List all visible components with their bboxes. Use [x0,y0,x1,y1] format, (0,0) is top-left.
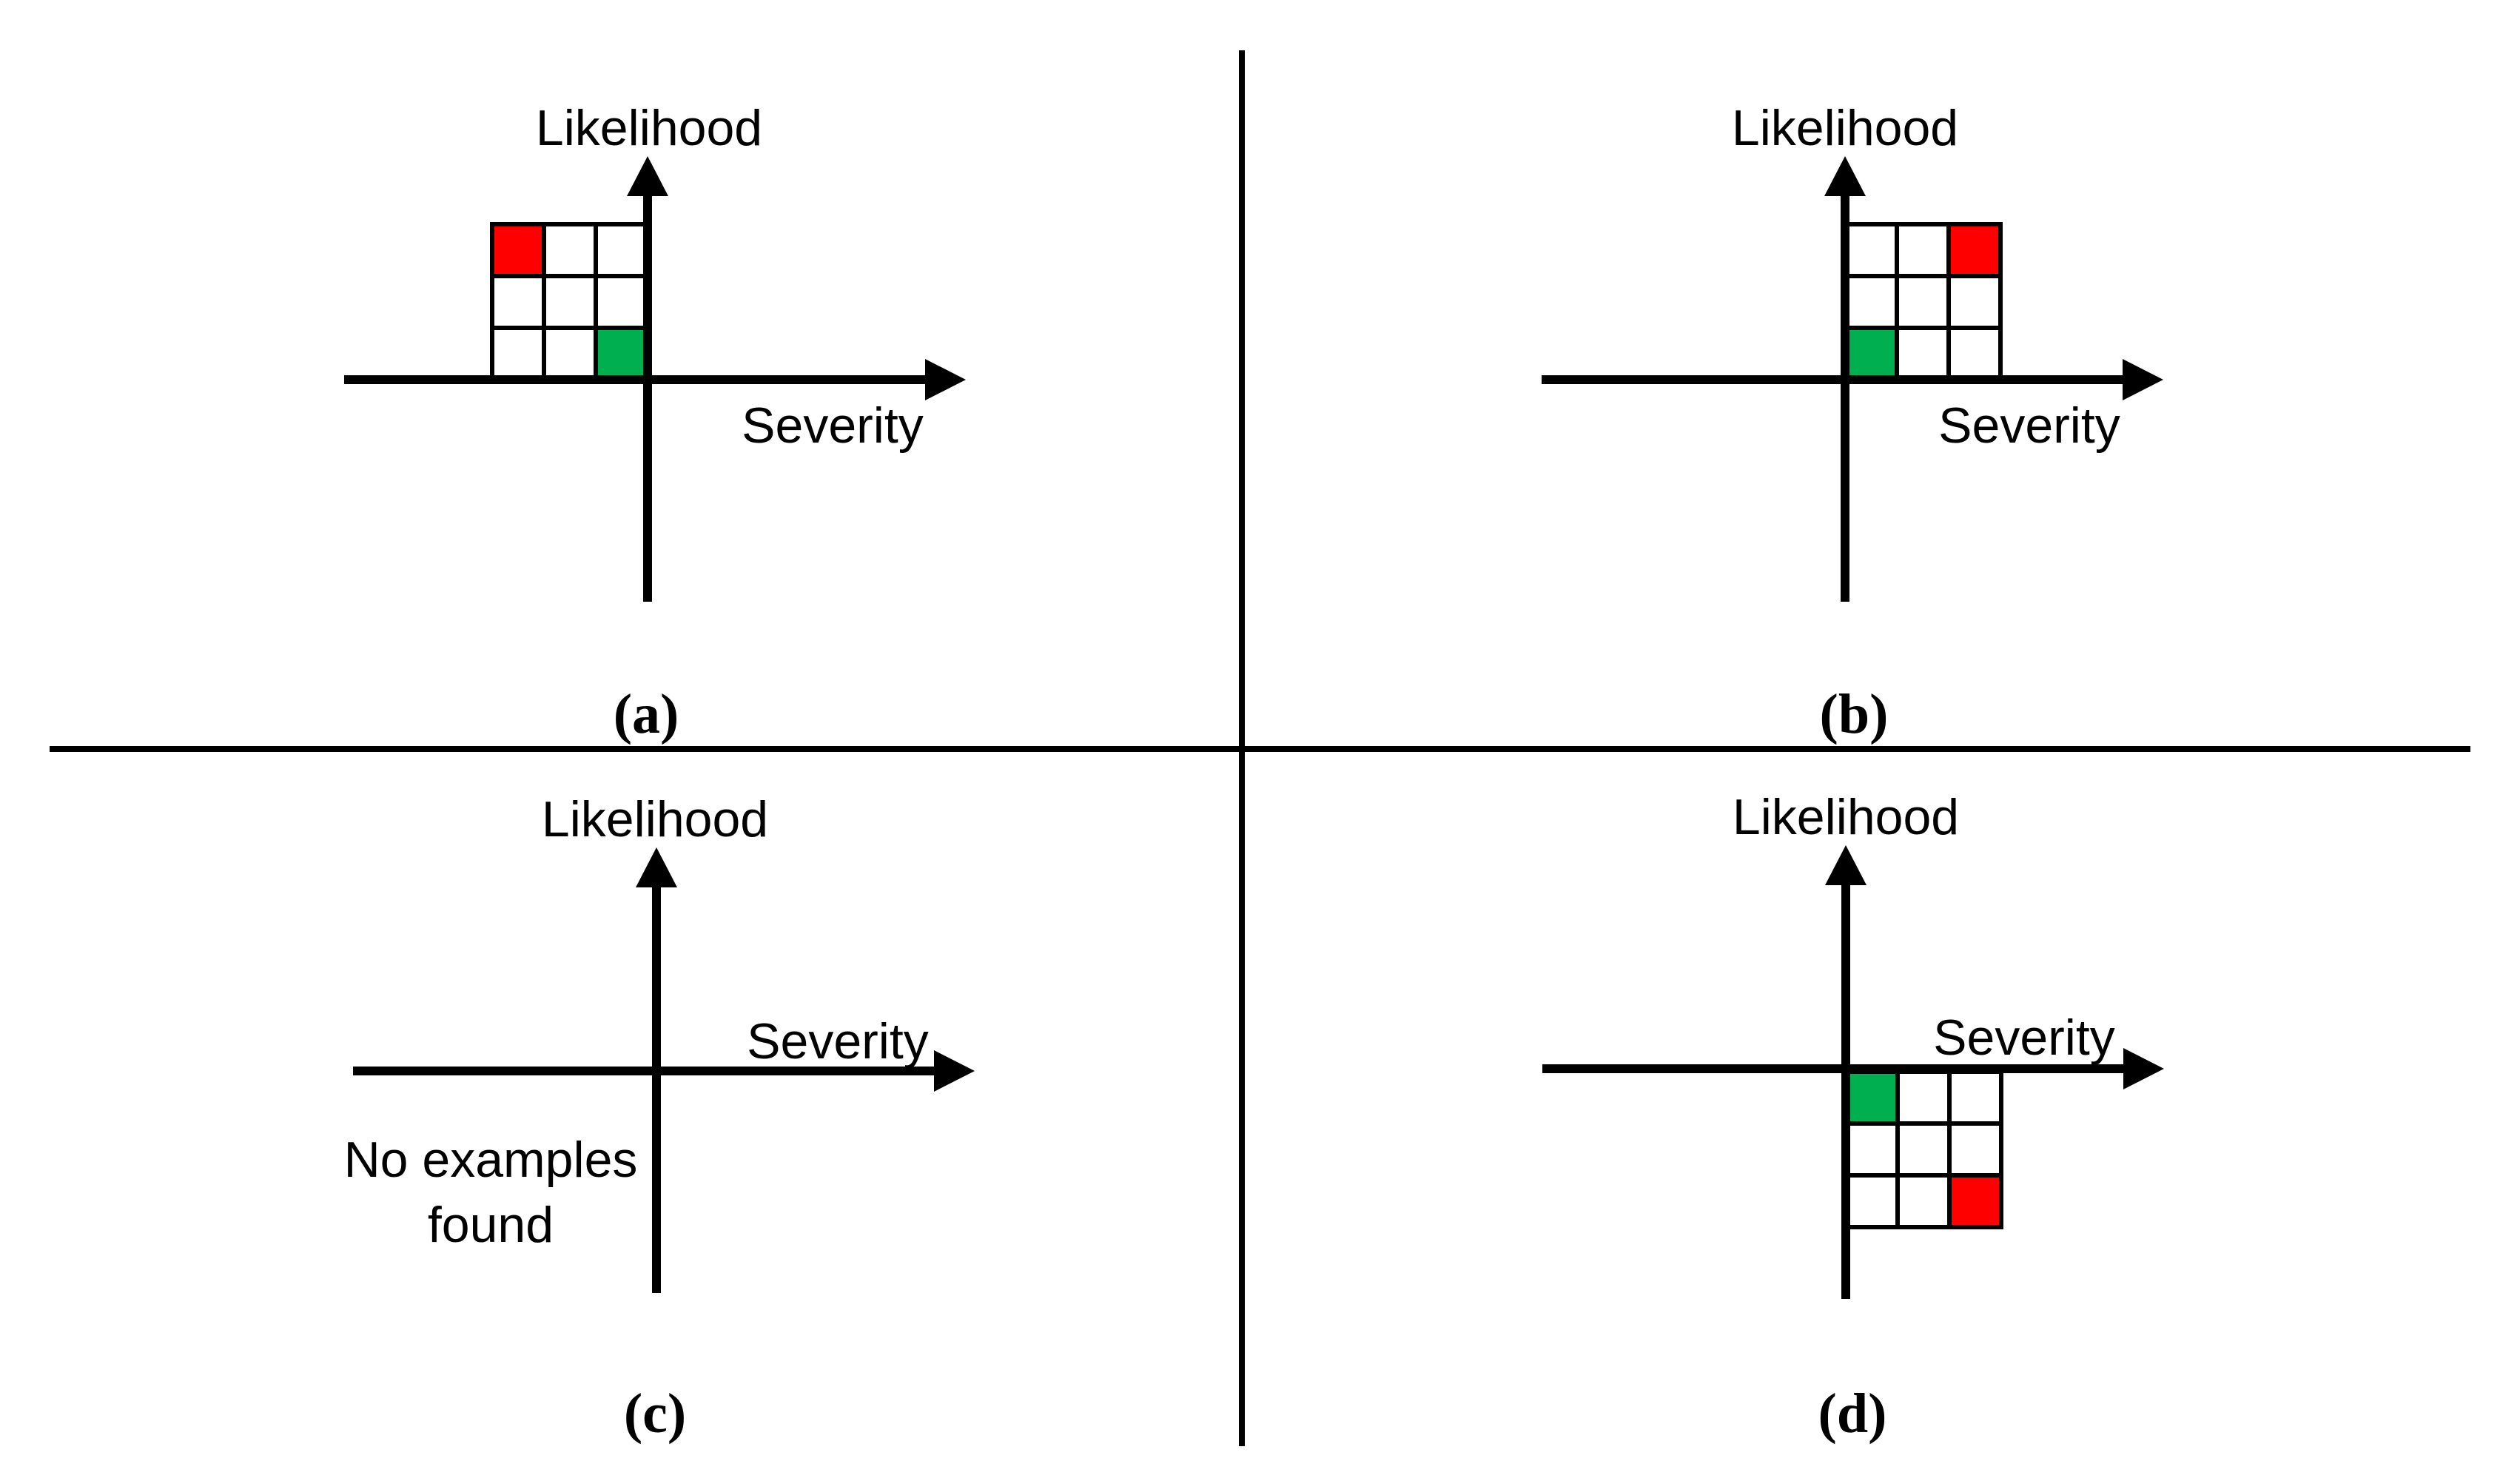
panel-b-grid-cell [1895,274,1951,330]
panel-c-caption: (c) [624,1383,686,1445]
panel-a-grid-cell [542,326,598,382]
panel-d-grid-cell-green [1844,1069,1900,1126]
panel-c-note: No examples found [344,1132,638,1253]
panel-a-grid [490,222,650,382]
panel-b-grid-cell [1946,326,2003,382]
panel-c-y-axis-line [652,886,661,1293]
panel-d-x-axis-label: Severity [1933,1010,2115,1066]
panel-a-y-axis-line [643,195,652,602]
panel-b-grid [1843,222,2003,382]
panel-b-grid-cell [1843,274,1899,330]
panel-b-grid-cell [1843,222,1899,278]
panel-b-grid-cell-green [1843,326,1899,382]
panel-a: Likelihood Severity (a) [344,100,966,745]
panel-a-grid-cell [542,274,598,330]
panel-d-grid-cell [1947,1069,2003,1126]
panel-b-grid-cell-red [1946,222,2003,278]
panel-d-y-axis-label: Likelihood [1733,789,1959,845]
panel-a-y-axis-label: Likelihood [536,100,762,156]
panel-d-y-axis-line [1841,884,1850,1299]
panel-b: Likelihood Severity (b) [1542,100,2163,745]
panel-a-x-axis-arrow-icon [925,359,966,400]
panel-d-grid-cell [1947,1121,2003,1178]
panel-d-grid-cell [1895,1121,1952,1178]
panel-d-y-axis-arrow-icon [1825,845,1867,885]
panel-c-y-axis-label: Likelihood [542,791,768,847]
panel-d-grid-cell [1895,1173,1952,1229]
panel-a-grid-cell [594,222,650,278]
panel-a-grid-cell [490,274,546,330]
panel-a-grid-cell-red [490,222,546,278]
panel-a-y-axis-arrow-icon [627,156,668,196]
panel-d-grid-cell-red [1947,1173,2003,1229]
panel-a-grid-cell [542,222,598,278]
panel-b-x-axis-arrow-icon [2123,359,2163,400]
panel-d-grid-cell [1844,1121,1900,1178]
panel-b-caption: (b) [1820,683,1889,745]
panel-a-grid-cell-green [594,326,650,382]
panel-c-note-line1: No examples [344,1132,638,1188]
panel-d-x-axis-line [1542,1064,2125,1073]
panel-c-x-axis-arrow-icon [934,1050,975,1092]
panel-c-x-axis-label: Severity [747,1013,929,1069]
panel-c-x-axis-line [353,1067,935,1075]
panel-b-y-axis-arrow-icon [1824,156,1866,196]
panel-d-x-axis-arrow-icon [2123,1048,2164,1089]
panel-c: Likelihood Severity No examples found (c… [344,791,975,1445]
panel-b-x-axis-label: Severity [1938,397,2120,454]
panel-a-grid-cell [490,326,546,382]
panel-c-y-axis-arrow-icon [636,847,677,887]
panel-d-grid-cell [1844,1173,1900,1229]
panel-a-x-axis-line [344,375,927,384]
panel-d-grid [1844,1069,2003,1229]
panel-a-caption: (a) [614,683,679,745]
panel-d-grid-cell [1895,1069,1952,1126]
panel-a-grid-cell [594,274,650,330]
panel-b-y-axis-label: Likelihood [1732,100,1958,156]
panel-b-grid-cell [1895,222,1951,278]
panel-a-x-axis-label: Severity [742,397,924,454]
panel-d-caption: (d) [1818,1383,1887,1445]
panel-b-grid-cell [1946,274,2003,330]
horizontal-divider-line [50,746,2470,752]
panel-d: Likelihood Severity (d) [1542,789,2164,1445]
panel-c-note-line2: found [428,1197,554,1253]
panel-b-x-axis-line [1542,375,2124,384]
panel-b-y-axis-line [1841,195,1849,602]
panel-b-grid-cell [1895,326,1951,382]
